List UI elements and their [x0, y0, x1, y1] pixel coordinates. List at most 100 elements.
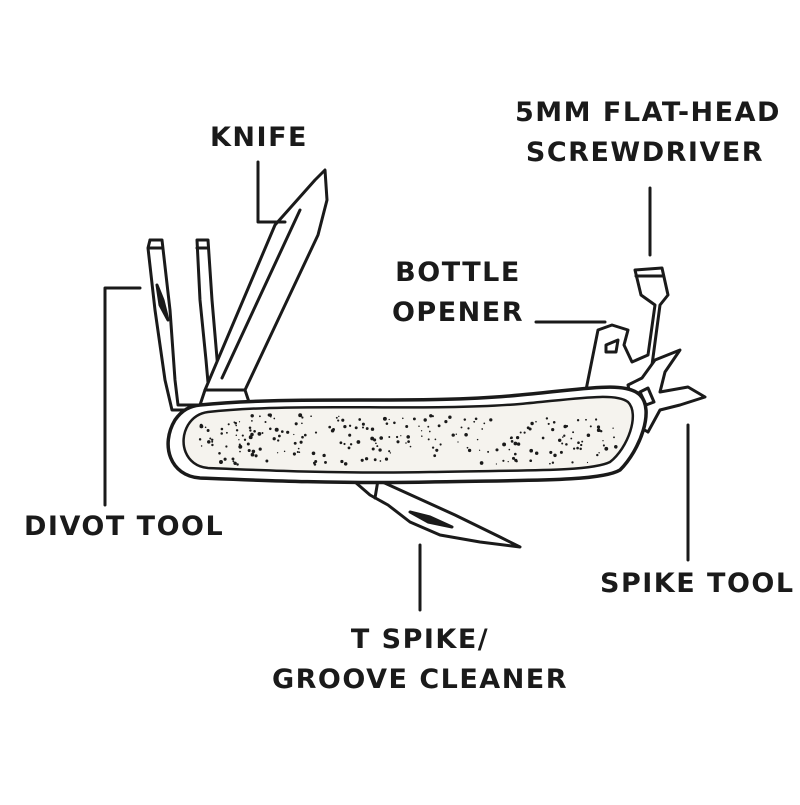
speckle	[473, 420, 476, 423]
speckle	[265, 459, 269, 463]
speckle	[541, 436, 545, 440]
speckle	[467, 448, 472, 453]
label-knife: KNIFE	[210, 118, 308, 158]
speckle	[535, 420, 537, 423]
speckle	[313, 463, 317, 466]
speckle	[278, 434, 281, 438]
speckle	[311, 451, 316, 456]
speckle	[200, 445, 203, 447]
speckle	[516, 442, 521, 446]
handle-speckles	[198, 413, 618, 466]
speckle	[552, 421, 556, 424]
speckle	[580, 443, 583, 447]
speckle	[225, 445, 228, 448]
speckle	[238, 439, 240, 441]
speckle	[340, 459, 344, 464]
speckle	[508, 448, 511, 451]
speckle	[378, 448, 382, 452]
speckle	[571, 461, 574, 464]
speckle	[373, 458, 377, 462]
speckle	[382, 416, 387, 421]
speckle	[529, 448, 534, 453]
speckle	[294, 422, 298, 426]
speckle	[457, 441, 459, 443]
speckle	[483, 422, 486, 425]
speckle	[573, 447, 576, 450]
speckle	[565, 425, 569, 428]
speckle	[341, 418, 345, 422]
speckle	[360, 458, 364, 462]
speckle	[269, 427, 272, 431]
speckle	[239, 450, 241, 453]
speckle	[297, 447, 300, 450]
speckle	[277, 439, 280, 442]
speckle	[528, 427, 532, 431]
speckle	[254, 454, 258, 458]
speckle	[268, 413, 272, 417]
speckle	[273, 417, 276, 420]
speckle	[586, 433, 591, 437]
speckle	[420, 430, 423, 432]
speckle	[238, 444, 243, 449]
speckle	[206, 429, 210, 432]
speckle	[211, 440, 214, 443]
speckle	[298, 451, 301, 453]
t-spike-blade	[353, 478, 522, 549]
speckle	[250, 414, 254, 418]
speckle	[435, 448, 439, 452]
speckle	[210, 438, 214, 442]
speckle	[328, 425, 332, 429]
speckle	[249, 429, 252, 432]
speckle	[198, 438, 202, 441]
speckle	[615, 447, 617, 449]
speckle	[246, 442, 250, 446]
speckle	[507, 460, 509, 463]
speckle	[371, 447, 375, 451]
speckle	[235, 429, 239, 432]
speckle	[301, 435, 304, 439]
speckle	[444, 420, 448, 424]
speckle	[234, 421, 237, 425]
speckle	[385, 422, 389, 425]
speckle	[348, 424, 352, 427]
speckle	[209, 437, 212, 440]
speckle	[218, 452, 221, 455]
speckle	[235, 424, 237, 427]
speckle	[400, 435, 402, 437]
speckle	[258, 447, 262, 451]
speckle	[389, 452, 392, 454]
speckle	[551, 461, 555, 464]
speckle	[343, 442, 346, 446]
speckle	[343, 462, 348, 466]
speckle	[238, 421, 241, 423]
speckle	[232, 460, 235, 463]
speckle	[337, 419, 340, 422]
speckle	[510, 440, 514, 443]
speckle	[549, 462, 551, 465]
speckle	[292, 452, 296, 456]
speckle	[358, 418, 362, 421]
speckle	[264, 420, 267, 424]
speckle	[257, 432, 262, 436]
speckle	[551, 428, 555, 432]
label-spike-tool-text: SPIKE TOOL	[600, 568, 795, 599]
speckle	[429, 414, 433, 418]
speckle	[434, 438, 437, 441]
speckle	[324, 460, 327, 464]
speckle	[388, 418, 390, 421]
speckle	[565, 443, 568, 446]
speckle	[421, 435, 423, 437]
speckle	[519, 431, 522, 434]
label-divot-tool-text: DIVOT TOOL	[24, 511, 225, 542]
speckle	[576, 446, 579, 450]
speckle	[547, 422, 550, 425]
speckle	[199, 424, 204, 429]
speckle	[563, 434, 566, 437]
speckle	[298, 413, 303, 418]
speckle	[577, 441, 580, 445]
speckle	[388, 436, 391, 438]
speckle	[602, 440, 604, 442]
speckle	[243, 438, 247, 441]
